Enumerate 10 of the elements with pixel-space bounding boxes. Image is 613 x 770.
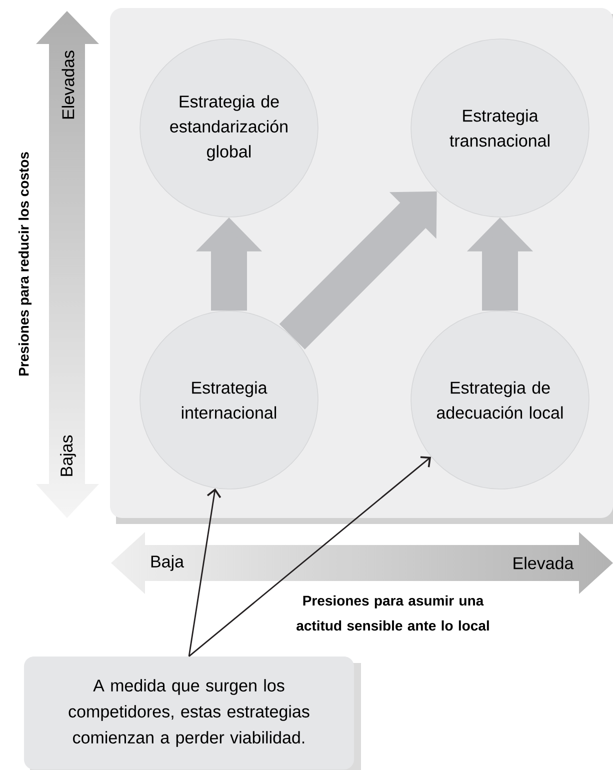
axis-end-label: Elevada bbox=[514, 556, 574, 570]
axis-title: Presiones para asumir una actitud sensible ante lo local bbox=[296, 595, 489, 631]
block-arrow bbox=[279, 191, 437, 350]
axis-title: Presiones para reducir los costos bbox=[18, 152, 32, 376]
axis-end-label: Bajas bbox=[60, 435, 76, 476]
axis-end-label: Elevadas bbox=[62, 50, 74, 119]
leader-line bbox=[188, 488, 222, 656]
axis-end-label: Baja bbox=[151, 555, 184, 571]
callout-box: A medida que surgen los competidores, estas estrategias comienzan a perder viabilidad. bbox=[24, 656, 361, 770]
leader-line bbox=[188, 456, 432, 657]
